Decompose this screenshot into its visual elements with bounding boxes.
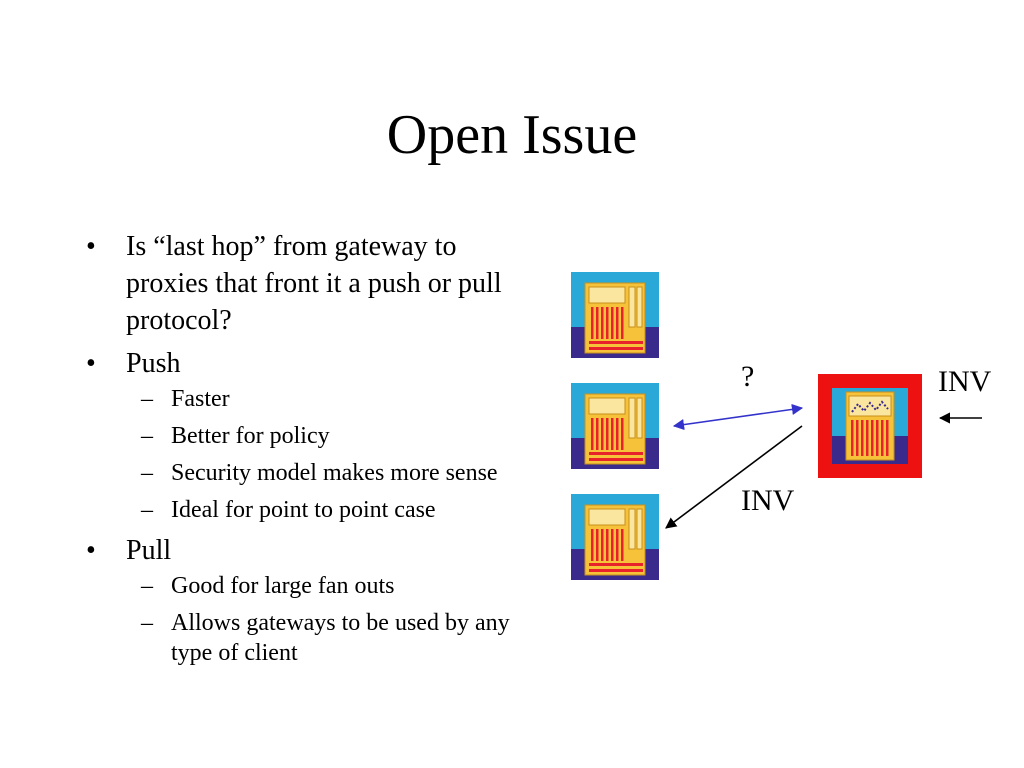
proxy-server-icon bbox=[571, 272, 659, 358]
sub-bullet-list: Faster Better for policy Security model … bbox=[126, 384, 516, 525]
sub-bullet-item: Allows gateways to be used by any type o… bbox=[126, 608, 516, 668]
inv-top-label: INV bbox=[938, 365, 992, 398]
sub-bullet-item: Good for large fan outs bbox=[126, 571, 516, 601]
bullet-text: Is “last hop” from gateway to proxies th… bbox=[126, 231, 502, 336]
bullet-list: Is “last hop” from gateway to proxies th… bbox=[86, 228, 516, 675]
sub-bullet-list: Good for large fan outs Allows gateways … bbox=[126, 571, 516, 668]
inv-down-arrow bbox=[665, 425, 803, 529]
bidirectional-arrow bbox=[672, 403, 804, 431]
sub-bullet-item: Ideal for point to point case bbox=[126, 495, 516, 525]
proxy-server-icon bbox=[571, 494, 659, 580]
bullet-item: Pull Good for large fan outs Allows gate… bbox=[86, 532, 516, 668]
sub-bullet-item: Better for policy bbox=[126, 421, 516, 451]
bullet-item: Push Faster Better for policy Security m… bbox=[86, 345, 516, 525]
proxy-server-icon bbox=[571, 383, 659, 469]
gateway-server-icon bbox=[818, 374, 922, 478]
bullet-text: Push bbox=[126, 348, 181, 379]
sub-bullet-item: Faster bbox=[126, 384, 516, 414]
question-label: ? bbox=[741, 360, 755, 393]
sub-bullet-item: Security model makes more sense bbox=[126, 458, 516, 488]
inv-bottom-label: INV bbox=[741, 484, 795, 517]
bullet-text: Pull bbox=[126, 535, 172, 566]
page-title: Open Issue bbox=[386, 104, 638, 166]
bullet-item: Is “last hop” from gateway to proxies th… bbox=[86, 228, 516, 339]
